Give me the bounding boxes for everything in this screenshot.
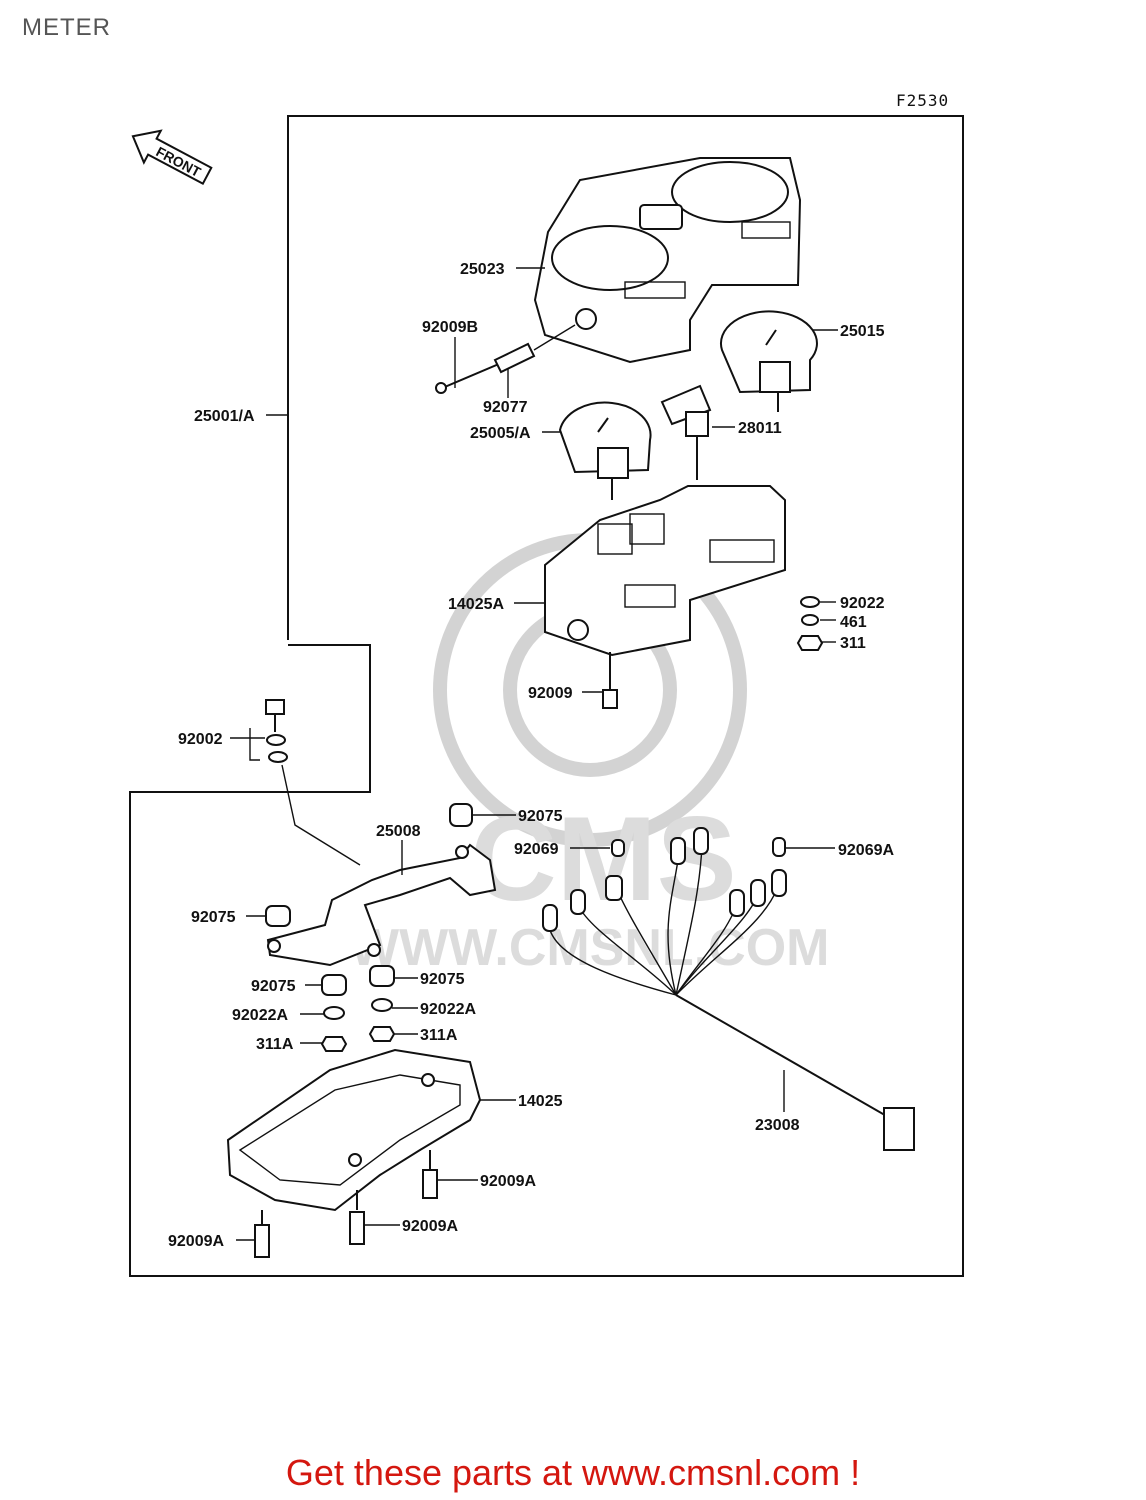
label-461: 461 — [840, 614, 867, 631]
wire-harness-23008 — [542, 827, 915, 1151]
page-title: METER — [22, 14, 111, 41]
label-23008: 23008 — [755, 1117, 800, 1134]
knob-92077 — [493, 342, 536, 374]
label-14025a: 14025A — [448, 596, 504, 613]
watermark-brand: CMS — [470, 792, 737, 926]
label-92009a-middle: 92009A — [402, 1218, 458, 1235]
label-92009a-right: 92009A — [480, 1173, 536, 1190]
front-arrow-icon: FRONT — [131, 129, 213, 186]
trip-knob-hole — [575, 308, 597, 330]
label-25015: 25015 — [840, 323, 885, 340]
label-92022a-right: 92022A — [420, 1001, 476, 1018]
label-92075-mid-right: 92075 — [420, 971, 465, 988]
watermark-site: WWW.CMSNL.COM — [350, 919, 829, 977]
speedometer-lens — [551, 225, 669, 291]
label-92009b: 92009B — [422, 319, 478, 336]
label-14025: 14025 — [518, 1093, 563, 1110]
label-92022a-left: 92022A — [232, 1007, 288, 1024]
tachometer-25015 — [719, 310, 818, 412]
speedometer-25005a — [558, 401, 652, 500]
leader-knob — [533, 324, 576, 351]
bulb-92069a — [772, 837, 786, 857]
label-92009: 92009 — [528, 685, 573, 702]
nut-311a-left — [320, 1036, 348, 1052]
bracket-25008 — [266, 843, 497, 967]
label-92009a-left: 92009A — [168, 1233, 224, 1250]
meter-cover-25023 — [533, 157, 802, 364]
part-labels: 25023 92009B 25015 25001/A 92077 25005/A… — [168, 261, 894, 1250]
nut-311 — [796, 635, 824, 651]
screw-92009a-left — [254, 1210, 270, 1258]
lamp-window-left — [624, 281, 686, 299]
label-92077: 92077 — [483, 399, 528, 416]
indicator-window — [639, 204, 683, 230]
label-25008: 25008 — [376, 823, 421, 840]
screw-92009 — [602, 652, 618, 709]
lamp-window-right — [741, 221, 791, 239]
bolt-92002 — [249, 699, 361, 866]
washer-92022a-left — [323, 1006, 345, 1020]
label-25005a: 25005/A — [470, 425, 531, 442]
leader-lines — [230, 267, 838, 1241]
grommet-92075-mid-right — [369, 965, 395, 987]
fuel-gauge-28011 — [660, 384, 712, 480]
label-311a-right: 311A — [420, 1027, 458, 1044]
grommet-92075-mid-left — [321, 974, 347, 996]
label-92002: 92002 — [178, 731, 223, 748]
screw-92009a-right — [422, 1150, 438, 1199]
label-25023: 25023 — [460, 261, 505, 278]
label-92069: 92069 — [514, 841, 559, 858]
label-92069a: 92069A — [838, 842, 894, 859]
nut-311a-right — [368, 1026, 396, 1042]
meter-case-14025a — [544, 485, 786, 657]
label-311: 311 — [840, 635, 866, 652]
label-311a-left: 311A — [256, 1036, 294, 1053]
label-28011: 28011 — [738, 420, 782, 437]
label-92022: 92022 — [840, 595, 885, 612]
grommet-92075-top — [449, 803, 473, 827]
bulb-92069 — [611, 839, 625, 857]
washer-92022a-right — [371, 998, 393, 1012]
meter-case-14025 — [226, 1048, 482, 1212]
promo-banner: Get these parts at www.cmsnl.com ! — [285, 1452, 861, 1493]
label-92075-top: 92075 — [518, 808, 563, 825]
washer-92022 — [800, 596, 820, 608]
label-92075-mid-left: 92075 — [251, 978, 296, 995]
washer-461 — [801, 614, 819, 626]
tachometer-lens — [671, 161, 789, 223]
assembly-frame — [129, 115, 964, 1277]
screw-92009a-middle — [349, 1190, 365, 1245]
label-25001a: 25001/A — [194, 408, 255, 425]
label-92075-left: 92075 — [191, 909, 236, 926]
grommet-92075-left — [265, 905, 291, 927]
harness-connector — [883, 1107, 915, 1151]
figure-code: F2530 — [896, 91, 950, 110]
